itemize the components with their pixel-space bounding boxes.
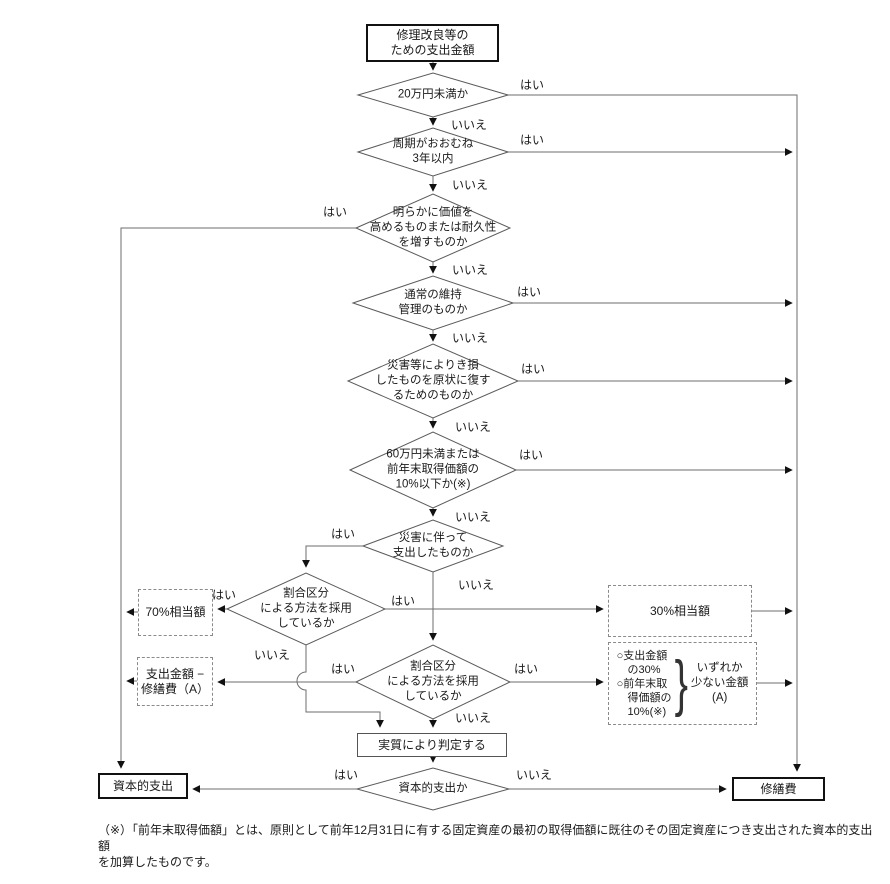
label-yes-is-capital: はい — [334, 768, 359, 782]
decision-under-600k: 60万円未満または 前年末取得価額の 10%以下か(※) — [386, 448, 480, 491]
label-no-is-capital: いいえ — [516, 768, 553, 782]
terminal-repair-expense: 修繕費 — [732, 777, 825, 801]
label-yes-ratio-left-30: はい — [391, 594, 416, 608]
decision-disaster-spend-shape — [361, 519, 505, 573]
label-yes-disaster-spend: はい — [331, 527, 356, 541]
terminal-capital-expenditure: 資本的支出 — [98, 773, 188, 799]
decision-maintenance: 通常の維持 管理のものか — [398, 289, 468, 316]
decision-is-capital: 資本的支出か — [398, 782, 468, 795]
brace-glyph: } — [674, 649, 688, 718]
label-yes-under-200k: はい — [520, 78, 545, 92]
footnote-previous-year-acquisition: （※）「前年末取得価額」とは、原則として前年12月31日に有する固定資産の最初の… — [98, 823, 873, 869]
label-yes-ratio-mid-right: はい — [514, 662, 539, 676]
result-70-percent: 70%相当額 — [138, 589, 213, 636]
label-no-cycle-3y: いいえ — [452, 178, 489, 192]
label-yes-under-600k: はい — [519, 448, 544, 462]
edge-right-collector — [508, 94, 801, 772]
decision-maintenance-shape — [351, 275, 515, 331]
decision-cycle-3y-shape — [356, 127, 510, 177]
decision-under-600k-shape — [348, 431, 518, 509]
label-yes-value-increase: はい — [323, 205, 348, 219]
label-no-disaster-spend: いいえ — [458, 578, 495, 592]
process-judge-substance: 実質により判定する — [357, 733, 507, 757]
decision-ratio-method-left: 割合区分 による方法を採用 しているか — [260, 587, 352, 630]
decision-cycle-3y: 周期がおおむね 3年以内 — [392, 138, 474, 165]
label-yes-ratio-mid-left: はい — [331, 662, 356, 676]
edge-q7-yes — [302, 545, 363, 568]
label-yes-ratio-left-70: はい — [212, 588, 237, 602]
label-yes-disaster-restore: はい — [521, 362, 546, 376]
result-30-percent: 30%相当額 — [608, 585, 752, 637]
decision-value-increase-shape — [354, 193, 512, 263]
decision-is-capital-shape — [355, 767, 511, 811]
label-yes-maintenance: はい — [517, 285, 542, 299]
label-no-under-600k: いいえ — [455, 510, 492, 524]
decision-disaster-spend: 災害に伴って 支出したものか — [392, 532, 474, 559]
edge-left-collector — [117, 227, 356, 769]
label-no-ratio-left: いいえ — [254, 648, 291, 662]
decision-ratio-method-mid-shape — [354, 644, 512, 720]
label-yes-cycle-3y: はい — [520, 133, 545, 147]
result-lesser-amount: ○支出金額 の30% ○前年末取 得価額の 10%(※) } いずれか 少ない金… — [608, 642, 757, 725]
label-no-under-200k: いいえ — [451, 118, 488, 132]
result-spend-minus-repair: 支出金額 − 修繕費（A） — [137, 657, 213, 706]
lesser-amount-label: いずれか 少ない金額 (A) — [690, 662, 749, 704]
decision-disaster-restore: 災害等によりき損 したものを原状に復す るためのものか — [375, 359, 491, 402]
start-node: 修理改良等の ための支出金額 — [366, 24, 499, 62]
decision-under-200k-shape — [356, 72, 510, 118]
label-no-ratio-mid: いいえ — [455, 711, 492, 725]
label-no-maintenance: いいえ — [452, 331, 489, 345]
decision-under-200k: 20万円未満か — [397, 88, 469, 101]
lesser-amount-options: ○支出金額 の30% ○前年末取 得価額の 10%(※) — [616, 649, 672, 718]
edge-q8-no — [296, 645, 384, 728]
decision-ratio-method-left-shape — [225, 572, 387, 646]
decision-disaster-restore-shape — [346, 343, 520, 419]
label-no-disaster-restore: いいえ — [455, 420, 492, 434]
label-no-value-increase: いいえ — [452, 263, 489, 277]
decision-ratio-method-mid: 割合区分 による方法を採用 しているか — [387, 660, 479, 703]
decision-value-increase: 明らかに価値を 高めるものまたは耐久性 を増すものか — [369, 206, 497, 249]
